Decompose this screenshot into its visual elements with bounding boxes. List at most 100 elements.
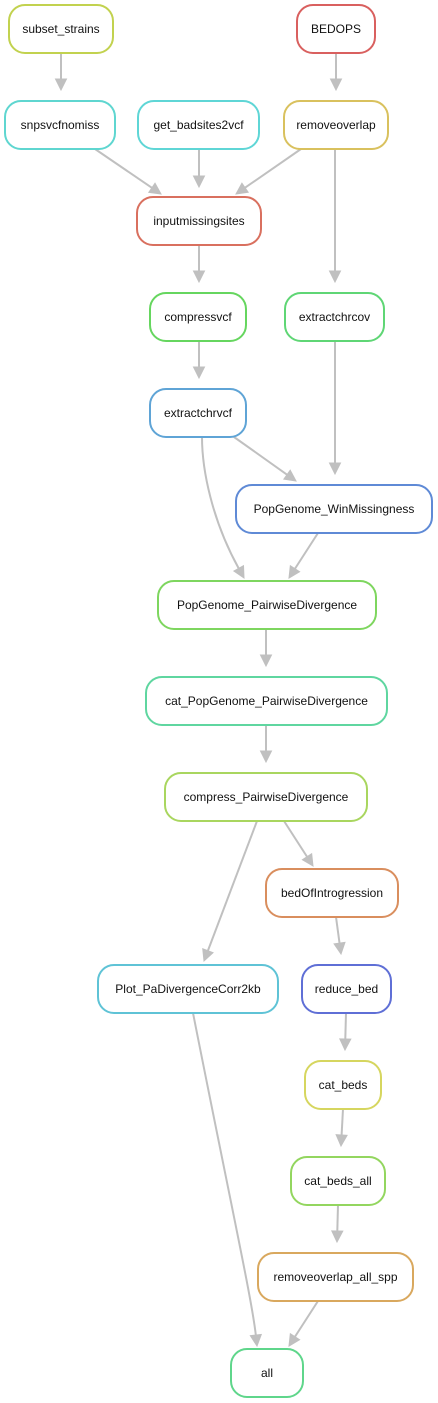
edge-extractchrcov-to-popgenome-winmissingness <box>328 341 342 476</box>
node-removeoverlap-all-spp[interactable]: removeoverlap_all_spp <box>257 1252 414 1302</box>
node-all[interactable]: all <box>230 1348 304 1398</box>
edge-line <box>94 148 153 189</box>
edge-line <box>340 1108 344 1136</box>
edge-cat-beds-to-cat-beds-all <box>335 1108 348 1148</box>
arrowhead-icon <box>235 182 250 195</box>
node-bedops[interactable]: BEDOPS <box>296 4 376 54</box>
arrowhead-icon <box>202 948 214 963</box>
arrowhead-icon <box>259 750 273 764</box>
node-box <box>157 580 377 630</box>
edge-line <box>206 820 258 952</box>
node-popgenome-winmissingness[interactable]: PopGenome_WinMissingness <box>235 484 433 534</box>
node-box <box>230 1348 304 1398</box>
edge-extractchrvcf-to-popgenome-winmissingness <box>233 436 297 482</box>
arrowhead-icon <box>288 1332 301 1347</box>
node-box <box>257 1252 414 1302</box>
node-box <box>145 676 388 726</box>
node-label: cat_beds <box>319 1078 368 1092</box>
arrowhead-icon <box>192 175 206 189</box>
node-label: extractchrvcf <box>164 406 233 420</box>
arrowhead-icon <box>232 564 245 579</box>
node-subset-strains[interactable]: subset_strains <box>8 4 114 54</box>
edge-line <box>344 1012 347 1040</box>
edge-line <box>335 916 341 944</box>
arrowhead-icon <box>331 1230 344 1244</box>
node-box <box>296 4 376 54</box>
node-box <box>164 772 368 822</box>
node-box <box>136 196 262 246</box>
arrowhead-icon <box>328 462 342 476</box>
node-popgenome-pairwisedivergence[interactable]: PopGenome_PairwiseDivergence <box>157 580 377 630</box>
edge-cat-beds-all-to-removeoverlap-all-spp <box>331 1204 344 1244</box>
edge-removeoverlap-to-extractchrcov <box>328 149 342 284</box>
edge-line <box>233 436 288 476</box>
node-label: compressvcf <box>164 310 232 324</box>
node-removeoverlap[interactable]: removeoverlap <box>283 100 389 150</box>
node-label: cat_PopGenome_PairwiseDivergence <box>165 694 368 708</box>
node-label: bedOfIntrogression <box>281 886 383 900</box>
node-bedofintrogression[interactable]: bedOfIntrogression <box>265 868 399 918</box>
node-box <box>137 100 260 150</box>
edge-line <box>283 820 308 858</box>
node-extractchrvcf[interactable]: extractchrvcf <box>149 388 247 438</box>
edge-compress-pairwisedivergence-to-plot-padivergencecorr2kb <box>202 820 258 963</box>
edges-layer <box>54 53 352 1348</box>
node-compressvcf[interactable]: compressvcf <box>149 292 247 342</box>
nodes-layer: subset_strains BEDOPS snpsvcfnomiss get_bad… <box>4 4 433 1398</box>
node-box <box>8 4 114 54</box>
node-box <box>235 484 433 534</box>
edge-line <box>294 532 319 570</box>
node-label: BEDOPS <box>311 22 361 36</box>
edge-removeoverlap-to-inputmissingsites <box>235 148 302 195</box>
arrowhead-icon <box>147 182 162 195</box>
edge-inputmissingsites-to-compressvcf <box>192 245 206 284</box>
node-reduce-bed[interactable]: reduce_bed <box>301 964 392 1014</box>
edge-get-badsites2vcf-to-inputmissingsites <box>192 149 206 189</box>
arrowhead-icon <box>335 1134 348 1148</box>
node-label: reduce_bed <box>315 982 378 996</box>
node-box <box>4 100 116 150</box>
edge-line <box>201 436 240 569</box>
node-label: all <box>261 1366 273 1380</box>
edge-compressvcf-to-extractchrvcf <box>192 341 206 380</box>
edge-bedofintrogression-to-reduce-bed <box>333 916 346 956</box>
edge-extractchrvcf-to-popgenome-pairwisedivergence <box>201 436 245 579</box>
node-box <box>149 292 247 342</box>
edge-line <box>336 1204 339 1232</box>
node-inputmissingsites[interactable]: inputmissingsites <box>136 196 262 246</box>
edge-reduce-bed-to-cat-beds <box>339 1012 352 1052</box>
arrowhead-icon <box>192 270 206 284</box>
node-label: cat_beds_all <box>304 1174 371 1188</box>
arrowhead-icon <box>282 469 297 482</box>
edge-removeoverlap-all-spp-to-all <box>288 1300 319 1347</box>
node-label: removeoverlap_all_spp <box>273 1270 397 1284</box>
edge-compress-pairwisedivergence-to-bedofintrogression <box>283 820 314 867</box>
arrowhead-icon <box>329 78 343 92</box>
node-box <box>149 388 247 438</box>
arrowhead-icon <box>328 270 342 284</box>
edge-snpsvcfnomiss-to-inputmissingsites <box>94 148 162 195</box>
node-label: compress_PairwiseDivergence <box>184 790 349 804</box>
arrowhead-icon <box>288 564 301 579</box>
edge-line <box>294 1300 319 1338</box>
node-label: get_badsites2vcf <box>153 118 244 132</box>
node-label: PopGenome_PairwiseDivergence <box>177 598 357 612</box>
arrowhead-icon <box>301 852 314 867</box>
node-label: snpsvcfnomiss <box>21 118 100 132</box>
node-box <box>284 292 385 342</box>
arrowhead-icon <box>333 941 346 956</box>
node-box <box>283 100 389 150</box>
node-cat-popgenome-pairwisedivergence[interactable]: cat_PopGenome_PairwiseDivergence <box>145 676 388 726</box>
edge-popgenome-winmissingness-to-popgenome-pairwisedivergence <box>288 532 319 579</box>
node-cat-beds[interactable]: cat_beds <box>304 1060 382 1110</box>
arrowhead-icon <box>339 1038 352 1052</box>
node-compress-pairwisedivergence[interactable]: compress_PairwiseDivergence <box>164 772 368 822</box>
node-plot-padivergencecorr2kb[interactable]: Plot_PaDivergenceCorr2kb <box>97 964 279 1014</box>
edge-plot-padivergencecorr2kb-to-all <box>192 1012 263 1348</box>
node-cat-beds-all[interactable]: cat_beds_all <box>290 1156 386 1206</box>
node-extractchrcov[interactable]: extractchrcov <box>284 292 385 342</box>
arrowhead-icon <box>259 654 273 668</box>
node-snpsvcfnomiss[interactable]: snpsvcfnomiss <box>4 100 116 150</box>
node-get-badsites2vcf[interactable]: get_badsites2vcf <box>137 100 260 150</box>
